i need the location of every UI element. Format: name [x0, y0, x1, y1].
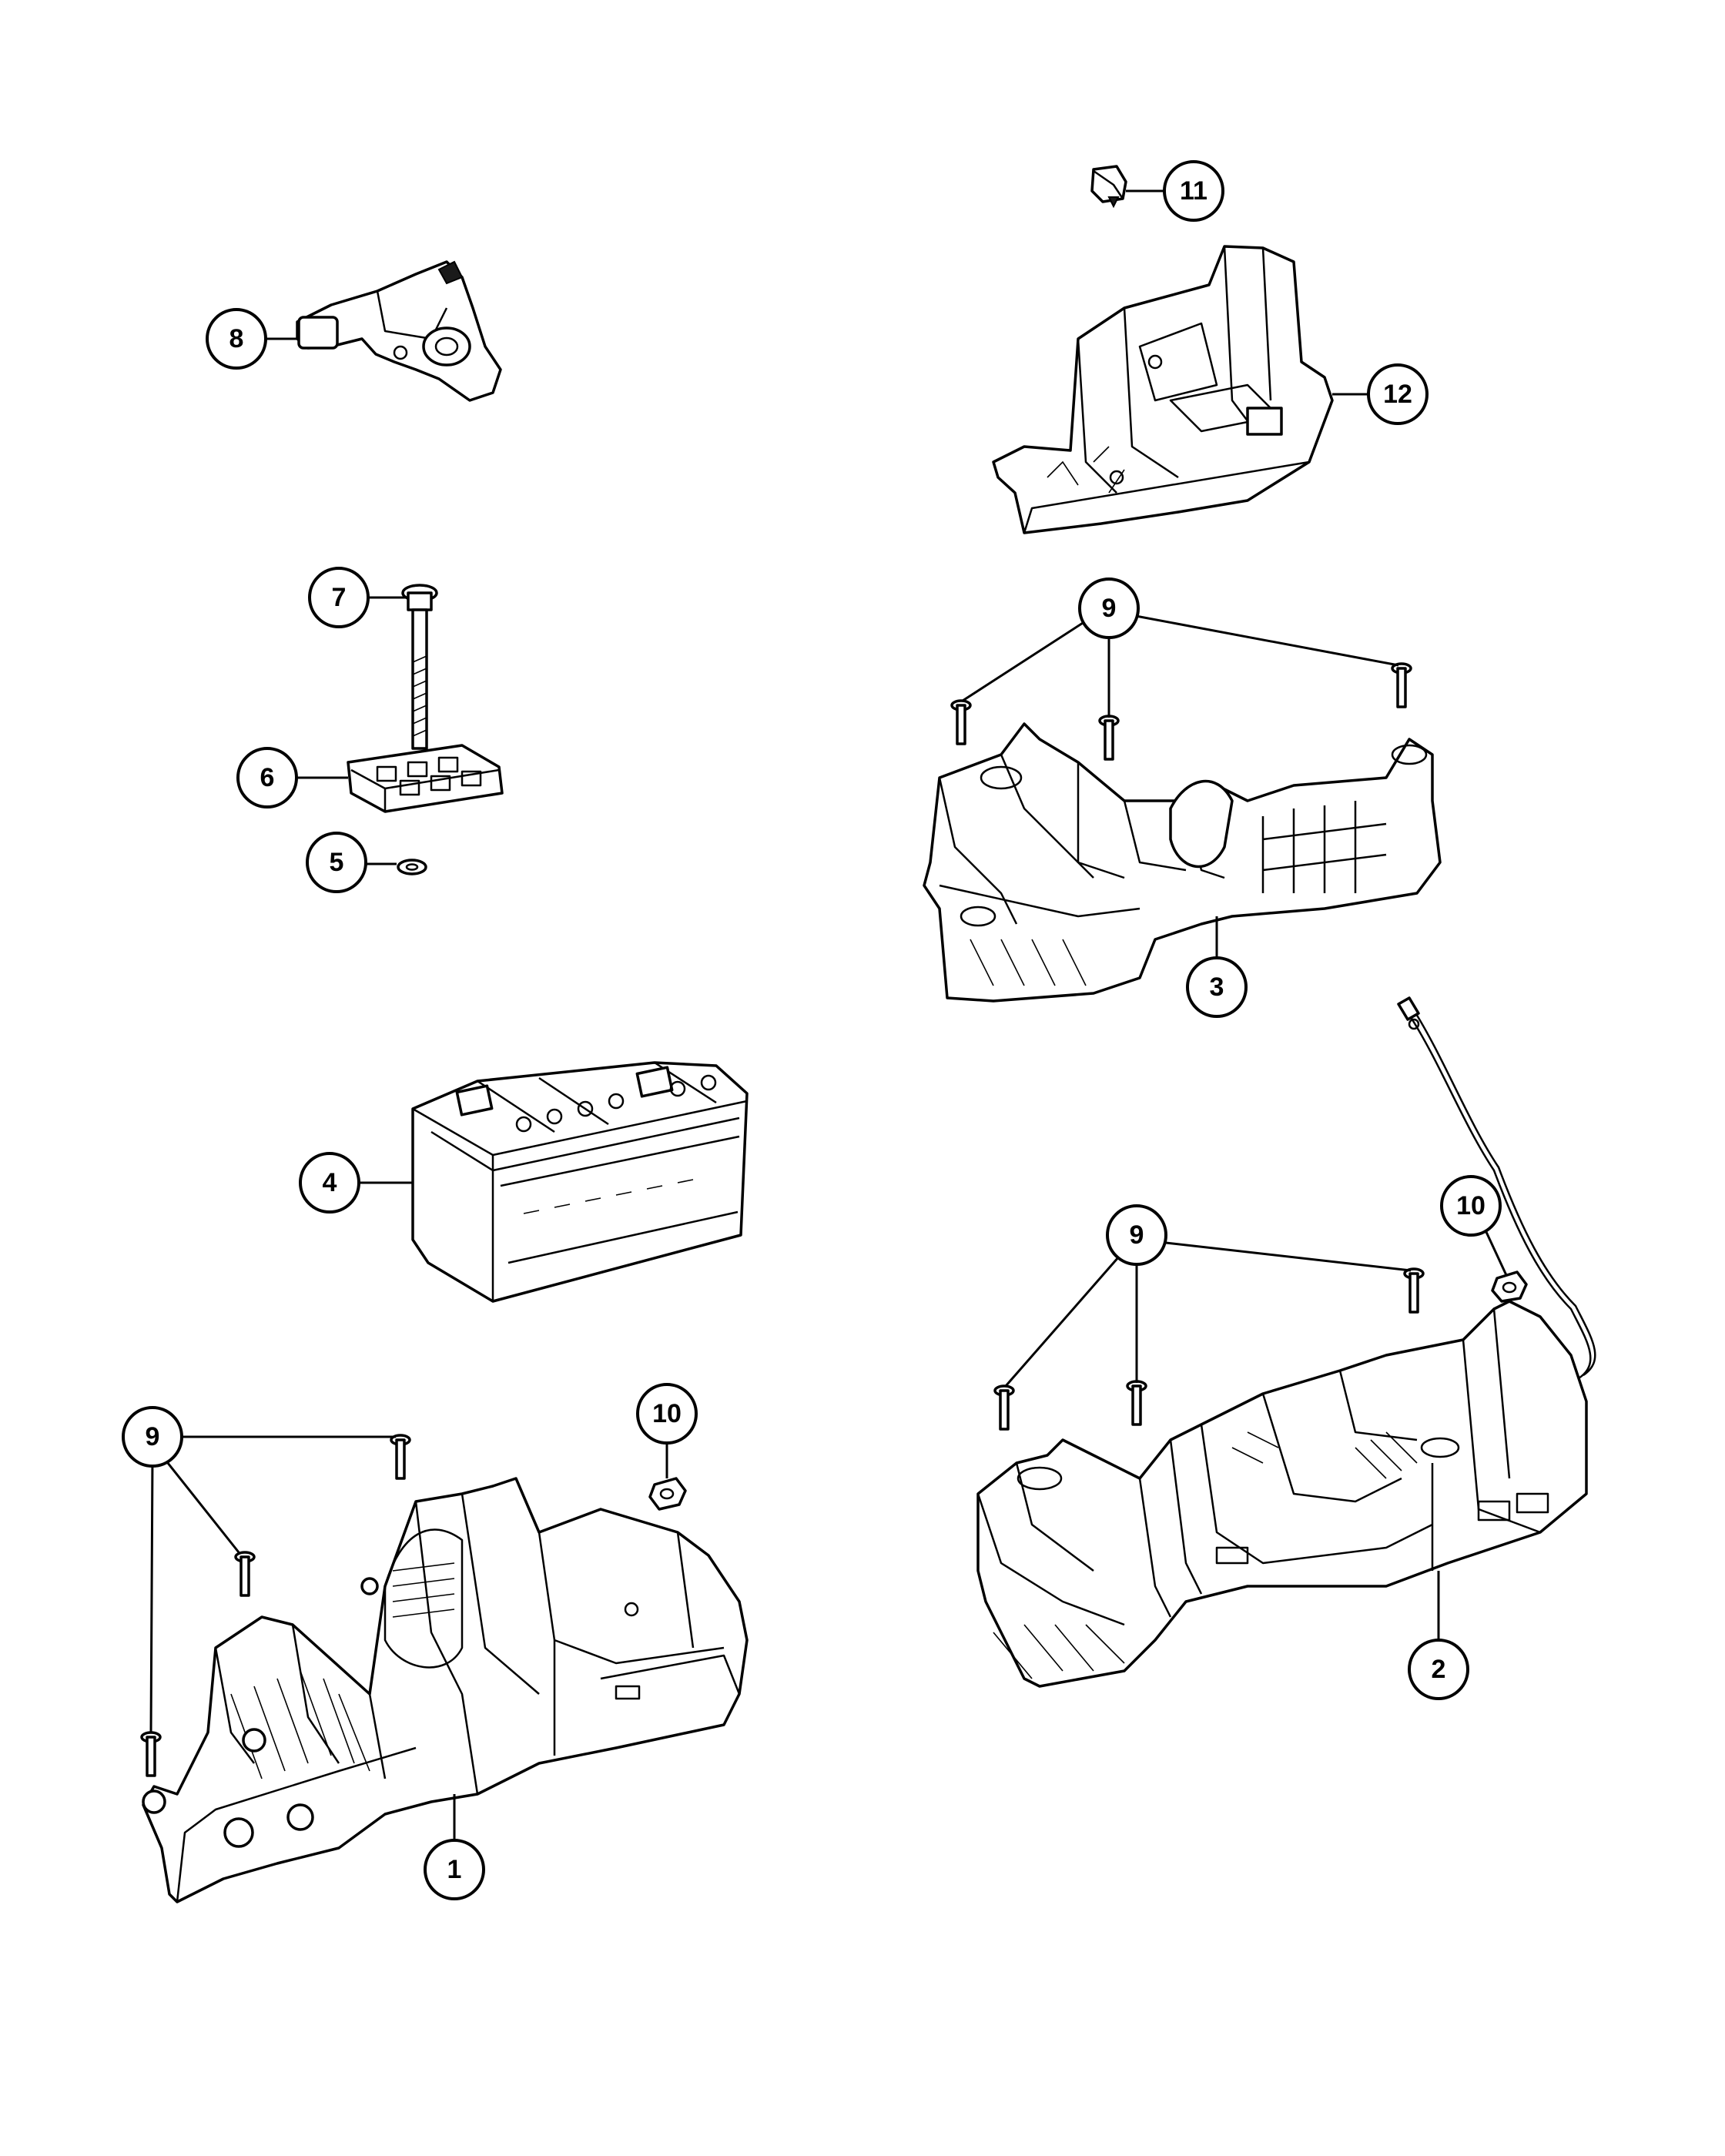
- battery-tray-lower-left-part: [142, 1477, 749, 1903]
- callout-6-label: 6: [260, 763, 275, 792]
- tray-bolt-part-1c: [140, 1731, 162, 1777]
- hold-down-clamp-part: [347, 744, 504, 813]
- tray-bolt-part-1b: [234, 1551, 256, 1597]
- callout-9-top[interactable]: 9: [1078, 578, 1140, 639]
- callout-10-left-label: 10: [652, 1399, 682, 1428]
- callout-2[interactable]: 2: [1408, 1639, 1469, 1700]
- battery-tray-mid-right-part: [923, 722, 1442, 1003]
- tray-bolt-part-2b: [1126, 1380, 1147, 1426]
- callout-8-label: 8: [229, 324, 244, 353]
- battery-sensor-part: [296, 260, 502, 402]
- callout-3[interactable]: 3: [1186, 956, 1248, 1018]
- battery-cover-part: [992, 245, 1334, 534]
- callout-6[interactable]: 6: [236, 747, 298, 808]
- callout-10-left[interactable]: 10: [636, 1383, 698, 1445]
- callout-12-label: 12: [1383, 380, 1412, 409]
- leader-9-top: [962, 614, 1399, 718]
- tray-bolt-part-1a: [390, 1434, 411, 1480]
- nut-part-2: [1491, 1270, 1528, 1303]
- clip-part: [1090, 165, 1127, 209]
- leader-10-right: [1485, 1231, 1508, 1276]
- callout-2-label: 2: [1432, 1655, 1446, 1684]
- callout-7[interactable]: 7: [308, 567, 370, 628]
- tray-bolt-part-3b: [1098, 715, 1120, 761]
- callout-9-bottom[interactable]: 9: [1106, 1204, 1167, 1266]
- callout-4-label: 4: [323, 1168, 337, 1197]
- tray-bolt-part-2a: [993, 1384, 1015, 1431]
- tray-bolt-part-3c: [1391, 662, 1412, 708]
- battery-tray-lower-right-part: [976, 996, 1596, 1688]
- callout-10-right[interactable]: 10: [1440, 1175, 1502, 1237]
- callout-4[interactable]: 4: [299, 1152, 360, 1214]
- hold-down-bolt-part: [401, 584, 438, 750]
- callout-3-label: 3: [1210, 973, 1224, 1002]
- nut-part-1: [648, 1477, 687, 1511]
- callout-1-label: 1: [447, 1855, 462, 1884]
- callout-1[interactable]: 1: [424, 1839, 485, 1900]
- callout-7-label: 7: [332, 583, 347, 612]
- callout-5-label: 5: [330, 848, 344, 877]
- callout-11-label: 11: [1180, 176, 1208, 206]
- tray-bolt-part-3a: [950, 699, 972, 745]
- callout-8[interactable]: 8: [206, 308, 267, 370]
- callout-11[interactable]: 11: [1163, 160, 1224, 222]
- callout-9-left[interactable]: 9: [122, 1406, 183, 1468]
- callout-5[interactable]: 5: [306, 832, 367, 893]
- callout-9-bottom-label: 9: [1130, 1220, 1144, 1250]
- leader-9-left: [149, 1435, 396, 1733]
- callout-9-left-label: 9: [146, 1422, 160, 1451]
- tray-bolt-part-2c: [1403, 1267, 1425, 1314]
- callout-12[interactable]: 12: [1367, 363, 1429, 425]
- washer-part: [397, 859, 427, 875]
- leader-9-bottom: [1004, 1241, 1412, 1387]
- callout-10-right-label: 10: [1456, 1191, 1486, 1220]
- battery-part: [411, 1061, 749, 1303]
- callout-9-top-label: 9: [1102, 594, 1117, 623]
